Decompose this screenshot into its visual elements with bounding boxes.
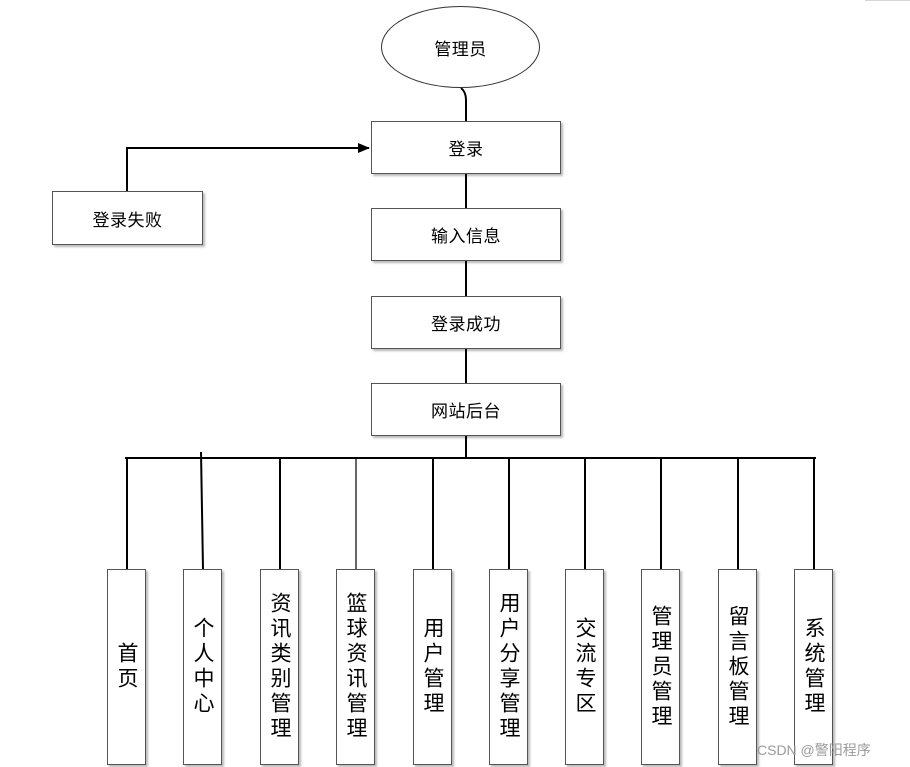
- edge-fail-login-arrow: [126, 143, 370, 191]
- module-news-category-label: 资讯类别管理: [268, 592, 292, 742]
- module-user-share-label: 用户分享管理: [497, 592, 521, 742]
- module-home-label: 首页: [115, 642, 139, 692]
- module-user-management: 用户管理: [413, 569, 452, 765]
- node-login-fail: 登录失败: [52, 191, 203, 245]
- watermark: CSDN @警阳程序: [757, 742, 871, 758]
- node-input-info-label: 输入信息: [431, 227, 501, 247]
- module-exchange-zone-label: 交流专区: [573, 617, 597, 717]
- edge-root-login: [460, 87, 467, 121]
- node-input-info: 输入信息: [371, 208, 561, 261]
- module-personal-center: 个人中心: [183, 569, 222, 765]
- module-system-management-label: 系统管理: [802, 617, 826, 717]
- top-border-line: [865, 0, 910, 1]
- module-exchange-zone: 交流专区: [565, 569, 604, 765]
- node-login-success: 登录成功: [371, 296, 561, 349]
- node-backend: 网站后台: [371, 383, 561, 436]
- module-personal-center-label: 个人中心: [191, 617, 215, 717]
- module-message-board-label: 留言板管理: [726, 604, 750, 730]
- node-backend-label: 网站后台: [431, 402, 501, 422]
- node-root-label: 管理员: [434, 39, 487, 60]
- module-message-board: 留言板管理: [718, 569, 757, 765]
- node-login: 登录: [371, 121, 561, 174]
- module-system-management: 系统管理: [794, 569, 833, 765]
- module-news-category: 资讯类别管理: [260, 569, 299, 765]
- node-login-success-label: 登录成功: [431, 315, 501, 335]
- node-login-label: 登录: [448, 140, 484, 160]
- module-basketball-news: 篮球资讯管理: [336, 569, 375, 765]
- module-basketball-news-label: 篮球资讯管理: [344, 592, 368, 742]
- module-admin-management: 管理员管理: [641, 569, 680, 765]
- node-login-fail-label: 登录失败: [92, 210, 163, 231]
- module-home: 首页: [107, 569, 146, 765]
- node-root-admin: 管理员: [381, 6, 540, 88]
- module-user-share: 用户分享管理: [489, 569, 528, 765]
- drop-2: [200, 451, 204, 570]
- module-admin-management-label: 管理员管理: [649, 604, 673, 730]
- module-user-management-label: 用户管理: [421, 617, 445, 717]
